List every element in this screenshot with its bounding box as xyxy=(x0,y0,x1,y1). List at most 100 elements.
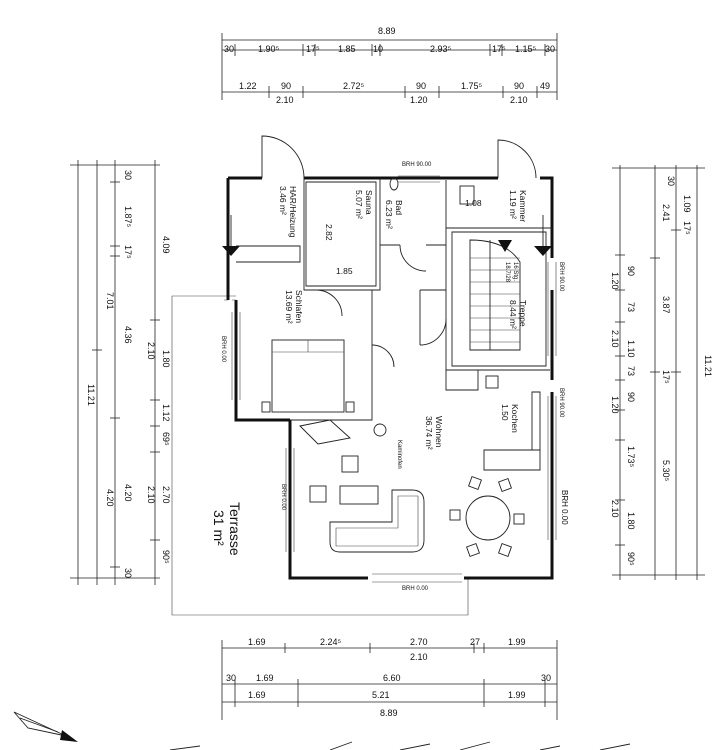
brh-right-mid: BRH 90.00 xyxy=(558,388,564,418)
brh-labels: BRH 90.00 BRH 90.00 BRH 0.00 BRH 0.00 BR… xyxy=(220,162,569,592)
section-arrow-right xyxy=(534,246,552,256)
dim-right-mid-3: 5.30⁵ xyxy=(661,460,671,482)
sauna-dim-1-85: 1.85 xyxy=(336,266,353,276)
dim-right-inner-13: 1.80 xyxy=(626,512,636,530)
dim-left-mid2-0: 30 xyxy=(123,170,133,180)
dim-right-inner-10: 1.20 xyxy=(610,396,620,414)
dim-left-inner-3: 1.12 xyxy=(161,404,171,422)
dim-bottom-r1-lower: 2.10 xyxy=(410,652,428,662)
label-kaminofen: Kaminofen xyxy=(396,440,402,469)
washbasin xyxy=(459,185,475,205)
dim-right-inner-3: 90 xyxy=(626,266,636,276)
brh-right-lower: BRH 0.00 xyxy=(560,490,569,525)
dim-bottom-r1-1: 2.24⁵ xyxy=(320,637,342,647)
dim-left-inner-5: 2.70 xyxy=(161,486,171,504)
room-area-sauna: 5.07 m² xyxy=(354,190,364,219)
dim-left-mid2-5: 30 xyxy=(123,568,133,578)
room-name-kochen: Kochen xyxy=(510,404,520,433)
dim-top-r2-4: 1.75⁵ xyxy=(461,81,483,91)
dim-left-mid2-3: 4.36 xyxy=(123,326,133,344)
room-name-wohnen: Wohnen xyxy=(434,416,444,448)
dim-left-inner-2: 2.10 xyxy=(146,342,156,360)
fireplace xyxy=(299,419,351,445)
dim-right-inner-14: 90⁵ xyxy=(626,552,636,566)
brh-top: BRH 90.00 xyxy=(402,162,432,168)
dim-top-r2-0: 1.22 xyxy=(239,81,257,91)
dim-bottom-r1-4: 1.99 xyxy=(508,637,526,647)
dim-left-mid2-1: 1.87⁵ xyxy=(123,206,133,228)
dim-top-r1-1: 1.90⁵ xyxy=(258,44,280,54)
sauna-dim-2-82: 2.82 xyxy=(324,224,334,241)
dim-left-mid1-bottom: 4.20 xyxy=(105,489,115,507)
top-dimension-chains: 8.89 30 1.90⁵ 17⁵ 1.85 10 2.93⁵ 17⁵ 1.15… xyxy=(221,26,558,105)
room-labels: HAR/Heizung 3.46 m² Sauna 5.07 m² 2.82 1… xyxy=(211,186,528,556)
dim-top-r3-0: 2.10 xyxy=(276,95,294,105)
room-area-treppe: 8.44 m² xyxy=(508,300,518,329)
dim-top-r3-1: 1.20 xyxy=(410,95,428,105)
page-edge-fragments xyxy=(169,741,631,750)
dim-bottom-r2-1: 1.69 xyxy=(256,673,274,683)
room-area-wohnen: 36.74 m² xyxy=(424,416,434,450)
staircase xyxy=(469,239,521,351)
bottom-dimension-chains: 1.69 2.24⁵ 2.70 27 1.99 2.10 30 1.69 6.6… xyxy=(221,637,558,720)
dim-top-r1-0: 30 xyxy=(224,44,234,54)
dim-bottom-r3-2: 1.99 xyxy=(508,690,526,700)
dim-right-inner-7: 1.10 xyxy=(626,340,636,358)
dim-top-overall: 8.89 xyxy=(378,26,396,36)
dim-right-inner-top: 30 xyxy=(666,176,676,186)
door-swings xyxy=(261,135,537,368)
dim-right-mid-1: 3.87 xyxy=(661,296,671,314)
brh-bottom: BRH 0.00 xyxy=(402,586,429,592)
dim-right-inner-5: 73 xyxy=(626,302,636,312)
dim-bottom-r3-0: 1.69 xyxy=(248,690,266,700)
sofa xyxy=(329,489,425,553)
room-area-schlafen: 13.69 m² xyxy=(284,290,294,324)
dim-left-inner-1: 1.80 xyxy=(161,350,171,368)
coffee-table xyxy=(339,485,379,505)
room-area-bad: 6.23 m² xyxy=(384,200,394,229)
bad-dim-1-08: 1.08 xyxy=(465,198,482,208)
dim-top-r1-7: 1.15⁵ xyxy=(515,44,537,54)
room-area-terrasse: 31 m² xyxy=(211,510,227,546)
dim-bottom-r2-2: 6.60 xyxy=(383,673,401,683)
dim-left-inner-0: 4.09 xyxy=(161,236,171,254)
dim-right-inner-8: 73 xyxy=(626,366,636,376)
room-name-schlafen: Schlafen xyxy=(294,290,304,323)
room-name-bad: Bad xyxy=(394,200,404,215)
dim-top-r2-3: 90 xyxy=(416,81,426,91)
kochen-dim-1-50: 1.50 xyxy=(500,404,510,421)
dim-top-r1-6: 17⁵ xyxy=(492,44,506,54)
dim-top-r3-2: 2.10 xyxy=(510,95,528,105)
dim-top-r1-2: 17⁵ xyxy=(306,44,320,54)
dim-right-mid-0: 2.41 xyxy=(661,204,671,222)
room-area-kammer: 1.19 m² xyxy=(508,190,518,219)
dim-right-inner-12: 2.10 xyxy=(610,500,620,518)
toilet xyxy=(389,177,399,191)
room-name-treppe: Treppe xyxy=(518,300,528,327)
dim-left-inner-7: 90⁵ xyxy=(161,550,171,564)
dim-right-inner-11: 1.73⁵ xyxy=(626,446,636,468)
dim-top-r1-4: 10 xyxy=(373,44,383,54)
dim-bottom-r1-2: 2.70 xyxy=(410,637,428,647)
dim-bottom-r2-3: 30 xyxy=(541,673,551,683)
building-walls xyxy=(224,175,557,583)
brh-left-lower: BRH 0.00 xyxy=(280,484,286,511)
room-area-har: 3.46 m² xyxy=(278,186,288,215)
section-arrow-left xyxy=(222,246,240,256)
section-markers xyxy=(222,215,552,256)
dim-right-inner-2: 17⁵ xyxy=(682,221,692,235)
dim-top-r2-2: 2.72⁵ xyxy=(343,81,365,91)
furniture xyxy=(261,177,541,557)
terrace-outline xyxy=(171,295,469,616)
dining-table xyxy=(465,495,511,541)
dim-left-mid2-2: 17⁵ xyxy=(123,245,133,259)
north-arrow-icon xyxy=(13,711,78,742)
dim-left-mid2-4: 4.20 xyxy=(123,484,133,502)
kitchen-counter xyxy=(483,449,541,471)
room-name-har: HAR/Heizung xyxy=(288,186,298,238)
brh-left-upper: BRH 0.00 xyxy=(220,336,226,363)
dim-bottom-r2-0: 30 xyxy=(226,673,236,683)
stairs-ratio: 18.7/28 xyxy=(504,262,510,283)
dim-bottom-overall: 8.89 xyxy=(380,708,398,718)
room-name-kammer: Kammer xyxy=(518,190,528,222)
